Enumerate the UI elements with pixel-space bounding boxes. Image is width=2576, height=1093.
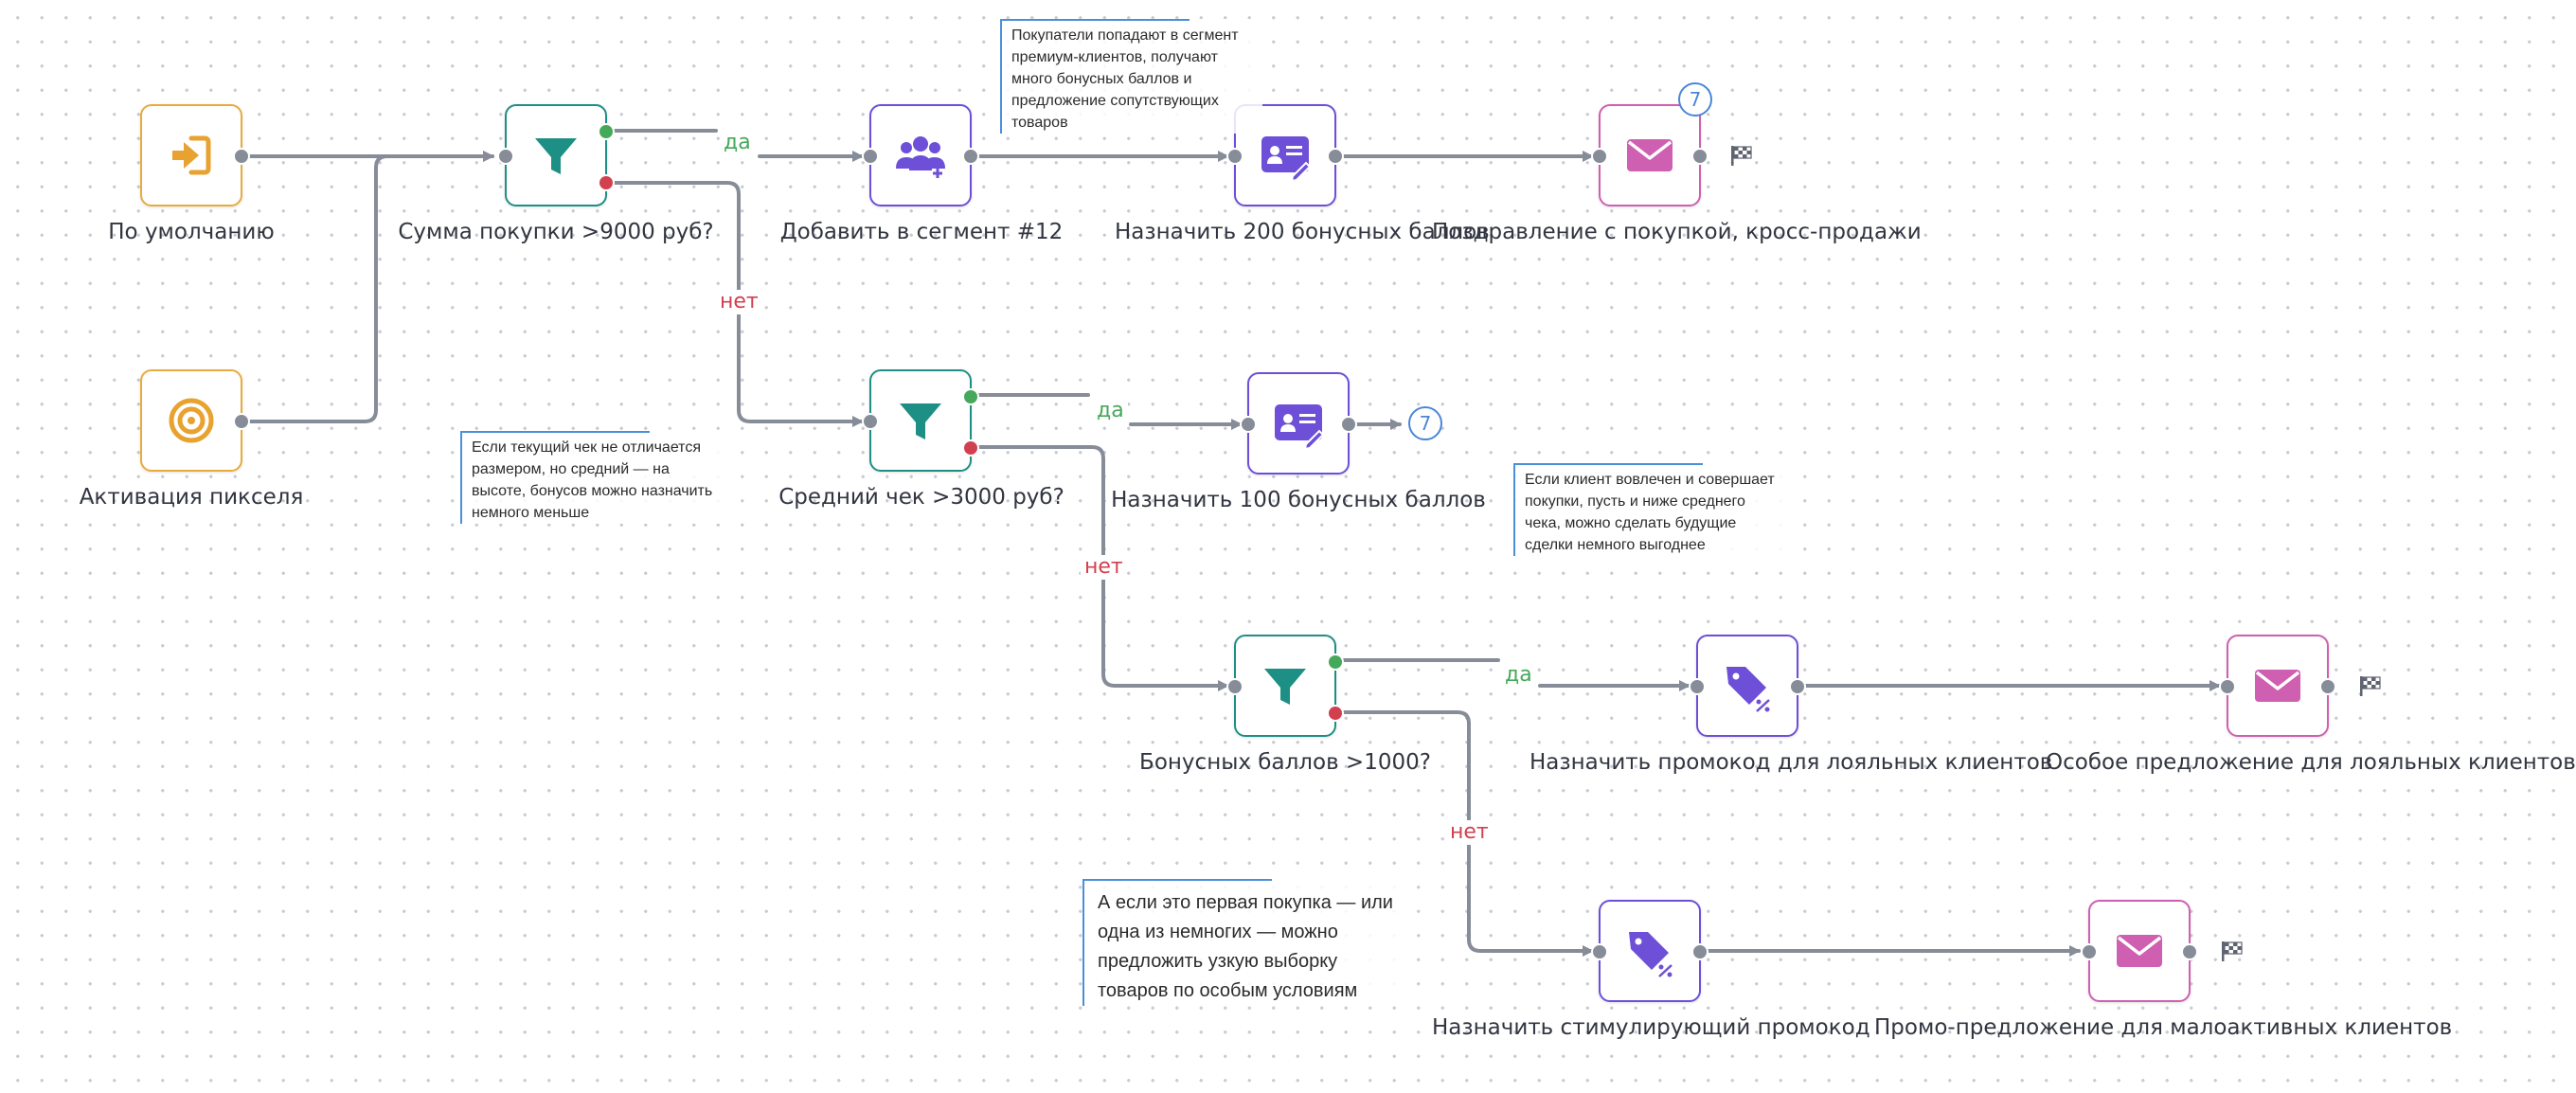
users-add-icon — [896, 136, 945, 178]
output-port[interactable] — [1340, 416, 1357, 433]
id-card-edit-icon — [1261, 136, 1312, 183]
output-port[interactable] — [2319, 678, 2336, 695]
action-node-bonus-100[interactable] — [1240, 372, 1357, 475]
input-port[interactable] — [862, 148, 879, 165]
node-label: Средний чек >3000 руб? — [778, 485, 1064, 510]
output-port[interactable] — [2181, 943, 2198, 960]
branch-label-no: нет — [1446, 820, 1493, 845]
node-label: Назначить 100 бонусных баллов — [1111, 488, 1486, 512]
funnel-icon — [535, 138, 577, 174]
no-port[interactable] — [962, 439, 979, 457]
input-port[interactable] — [862, 413, 879, 430]
email-node-loyal-offer[interactable] — [2219, 635, 2336, 737]
finish-flag-icon — [2360, 676, 2381, 696]
output-port[interactable] — [962, 148, 979, 165]
output-port[interactable] — [233, 148, 250, 165]
node-label: Добавить в сегмент #12 — [779, 220, 1064, 244]
yes-port[interactable] — [1327, 654, 1344, 671]
input-port[interactable] — [1226, 678, 1243, 695]
condition-node-average-check[interactable] — [862, 369, 979, 472]
branch-label-no: нет — [716, 290, 762, 314]
sign-in-arrow-icon — [172, 135, 211, 175]
target-icon — [169, 398, 214, 443]
input-port[interactable] — [2081, 943, 2098, 960]
finish-flag-icon — [1731, 146, 1752, 166]
branch-label-yes: да — [720, 131, 755, 155]
branch-label-yes: да — [1093, 399, 1128, 423]
output-port[interactable] — [1327, 148, 1344, 165]
branch-label-no: нет — [1081, 555, 1127, 580]
no-port[interactable] — [1327, 705, 1344, 722]
input-port[interactable] — [1226, 148, 1243, 165]
discount-tag-icon — [1629, 932, 1673, 977]
input-port[interactable] — [1240, 416, 1257, 433]
input-port[interactable] — [497, 148, 514, 165]
branch-label-yes: да — [1501, 663, 1536, 688]
input-port[interactable] — [1591, 943, 1608, 960]
node-label: Сумма покупки >9000 руб? — [398, 220, 714, 244]
start-node-pixel[interactable] — [140, 369, 250, 472]
action-node-promo-loyal[interactable] — [1689, 635, 1806, 737]
input-port[interactable] — [1689, 678, 1706, 695]
comment-note-first-purchase[interactable]: А если это первая покупка — или одна из … — [1082, 879, 1401, 1006]
edge-pixel-to-filter-sum[interactable] — [241, 151, 494, 423]
count-badge[interactable]: 7 — [1408, 406, 1442, 440]
output-port[interactable] — [1789, 678, 1806, 695]
comment-note-engaged-client[interactable]: Если клиент вовлечен и совершает покупки… — [1513, 463, 1785, 556]
condition-node-bonus-balance[interactable] — [1226, 635, 1344, 737]
finish-flag-icon — [2222, 941, 2243, 961]
envelope-icon — [2117, 935, 2162, 967]
envelope-icon — [2255, 670, 2300, 702]
input-port[interactable] — [1591, 148, 1608, 165]
funnel-icon — [1264, 669, 1306, 705]
start-node-default[interactable] — [140, 104, 250, 206]
node-label: Активация пикселя — [79, 485, 304, 510]
node-label: Назначить стимулирующий промокод — [1432, 1015, 1870, 1040]
envelope-icon — [1627, 139, 1673, 171]
node-label: Поздравление с покупкой, кросс-продажи — [1432, 220, 1922, 244]
comment-note-average-check[interactable]: Если текущий чек не отличается размером,… — [460, 431, 723, 524]
output-port[interactable] — [1691, 148, 1708, 165]
input-port[interactable] — [2219, 678, 2236, 695]
email-node-congratulation[interactable] — [1591, 104, 1708, 206]
node-label: Промо-предложение для малоактивных клиен… — [1874, 1015, 2453, 1040]
node-label: Назначить промокод для лояльных клиентов — [1530, 750, 2053, 775]
node-label: Бонусных баллов >1000? — [1139, 750, 1431, 775]
node-label: По умолчанию — [108, 220, 275, 244]
yes-port[interactable] — [598, 123, 615, 140]
action-node-promo-stimulating[interactable] — [1591, 900, 1708, 1002]
node-label: Особое предложение для лояльных клиентов — [2046, 750, 2576, 775]
condition-node-purchase-sum[interactable] — [497, 104, 615, 206]
no-port[interactable] — [598, 174, 615, 191]
output-port[interactable] — [1691, 943, 1708, 960]
count-badge[interactable]: 7 — [1678, 82, 1712, 116]
node-label: Назначить 200 бонусных баллов — [1115, 220, 1490, 244]
yes-port[interactable] — [962, 388, 979, 405]
action-node-add-segment[interactable] — [862, 104, 979, 206]
email-node-low-activity[interactable] — [2081, 900, 2198, 1002]
output-port[interactable] — [233, 413, 250, 430]
id-card-edit-icon — [1275, 404, 1325, 451]
funnel-icon — [900, 403, 941, 439]
comment-note-premium[interactable]: Покупатели попадают в сегмент премиум-кл… — [1000, 19, 1262, 134]
discount-tag-icon — [1726, 667, 1770, 712]
